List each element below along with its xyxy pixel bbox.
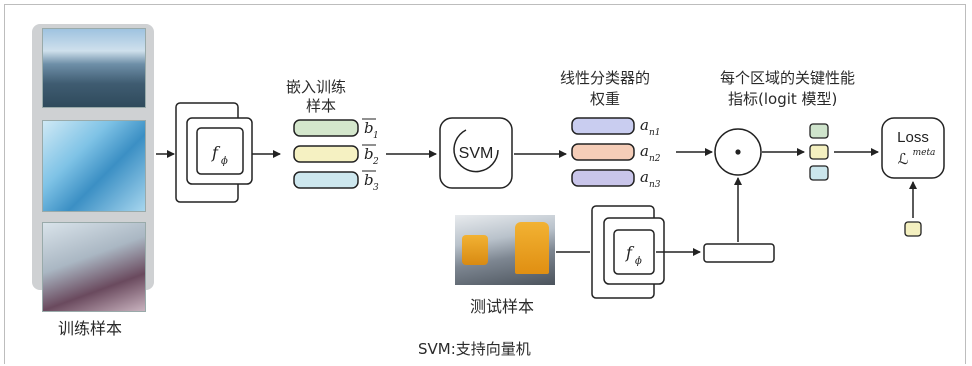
embedding-label-2: b <box>364 145 374 163</box>
weight-bar-2 <box>571 143 635 161</box>
test-embedding <box>703 243 775 263</box>
perf-label-line1: 每个区域的关键性能 <box>720 69 856 87</box>
embedding-sub-3: 3 <box>373 183 379 193</box>
loss-superscript: meta <box>913 148 936 158</box>
weight-sub-3: n3 <box>649 180 661 190</box>
perf-label-line2: 指标(logit 模型) <box>728 90 838 108</box>
svm-block <box>439 117 513 189</box>
training-samples-panel <box>32 24 154 312</box>
encoder-top-phi: ϕ <box>221 156 228 167</box>
embedding-sub-2: 2 <box>372 157 379 167</box>
vr-photo <box>42 222 146 312</box>
footnote: SVM:支持向量机 <box>418 340 531 358</box>
embedding-bar-2 <box>293 145 359 163</box>
encoder-top-f: f <box>211 143 221 162</box>
figure-frame <box>4 4 966 364</box>
robot-arm-left <box>462 235 488 265</box>
embed-label-line1: 嵌入训练 <box>286 78 347 96</box>
svm-cycle-icon <box>453 129 499 173</box>
training-samples-label: 训练样本 <box>58 319 123 338</box>
encoder-bottom-f: f <box>625 243 635 262</box>
weight-bar-1 <box>571 117 635 135</box>
weight-sub-1: n1 <box>649 128 661 138</box>
logit-square-1 <box>809 123 829 139</box>
encoder-top <box>175 102 253 203</box>
embed-label-line2: 样本 <box>306 97 337 115</box>
embedding-label-3: b <box>364 171 374 189</box>
robot-arm-body <box>515 222 549 274</box>
svm-label: SVM <box>459 145 494 162</box>
weight-label-3: a <box>640 168 649 186</box>
weight-label-2: a <box>640 142 649 160</box>
medical-photo <box>42 120 146 212</box>
weights-label-line1: 线性分类器的 <box>560 69 651 87</box>
logit-square-2 <box>809 144 829 160</box>
loss-symbol: ℒ <box>898 150 909 168</box>
logit-square-3 <box>809 165 829 181</box>
loss-input-logit <box>904 221 922 237</box>
encoder-bottom <box>591 205 665 299</box>
embedding-sub-1: 1 <box>373 131 379 141</box>
dot-symbol <box>735 149 741 155</box>
weight-bar-3 <box>571 169 635 187</box>
weights-label-line2: 权重 <box>590 90 621 108</box>
loss-label: Loss <box>897 129 929 146</box>
embedding-label-1: b <box>364 119 374 137</box>
embedding-bar-1 <box>293 119 359 137</box>
embedding-bar-3 <box>293 171 359 189</box>
encoder-bottom-phi: ϕ <box>635 256 642 267</box>
test-samples-label: 测试样本 <box>470 297 535 316</box>
loss-block <box>881 117 945 179</box>
traffic-photo <box>42 28 146 108</box>
weight-sub-2: n2 <box>649 154 661 164</box>
arrows <box>156 148 917 256</box>
weight-label-1: a <box>640 116 649 134</box>
